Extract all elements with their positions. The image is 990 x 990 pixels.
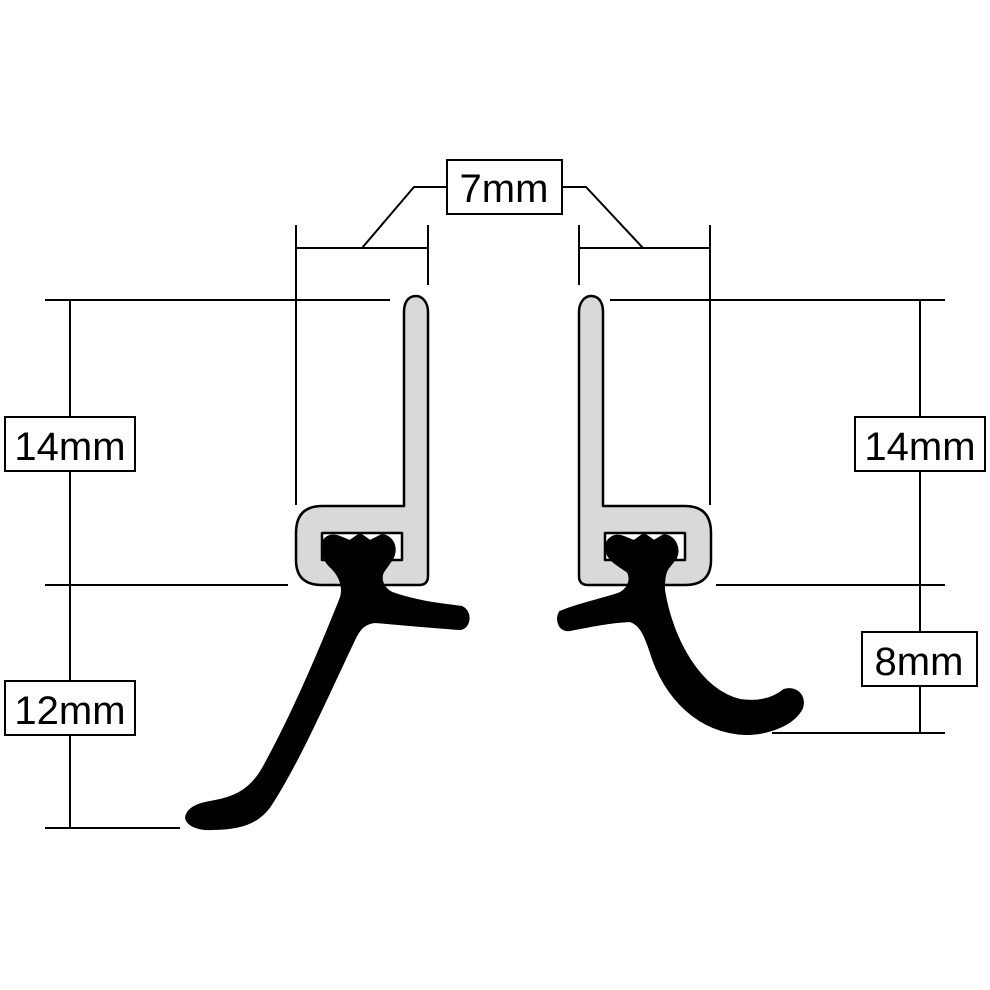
width-label: 7mm [460,167,549,211]
right-seal [557,533,804,735]
width-leader-left [361,186,447,249]
left-profile-height-label: 14mm [14,425,125,469]
left-seal-height-label-box [4,680,136,736]
right-profile [577,294,713,587]
right-profile-height-label-box [854,416,986,472]
left-seal [185,533,470,831]
right-seal-height-label-box [861,631,978,687]
right-height-dimensions: 14mm 8mm [610,299,986,734]
width-dimension: 7mm [295,159,711,505]
width-leader-right [562,186,644,249]
right-seal-height-label: 8mm [875,640,964,684]
right-profile-height-label: 14mm [864,425,975,469]
left-seal-height-label: 12mm [14,689,125,733]
left-profile-height-label-box [4,416,136,472]
width-label-box [446,159,563,215]
left-height-dimensions: 14mm 12mm [4,299,390,829]
